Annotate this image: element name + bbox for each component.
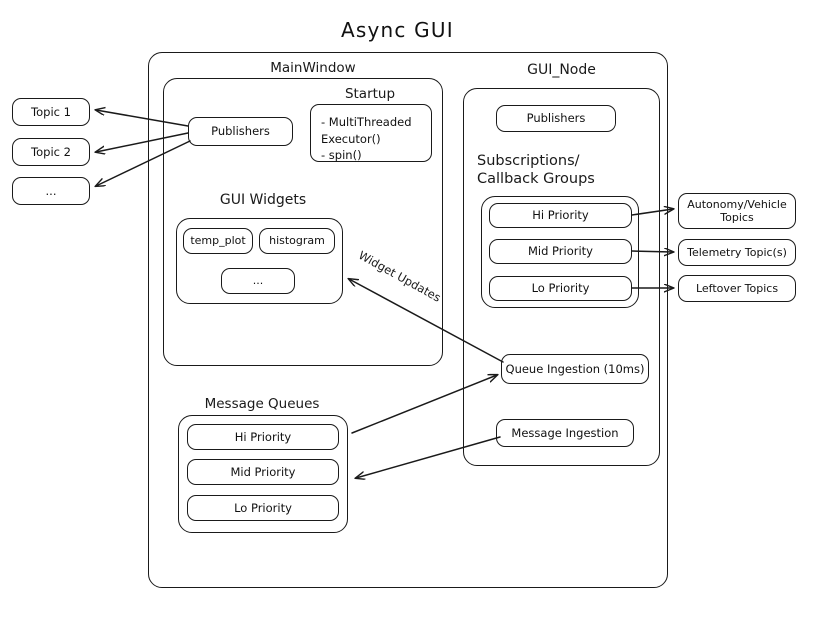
subscription-hi-priority[interactable]: Hi Priority	[489, 203, 632, 228]
message-queues-frame	[178, 415, 348, 533]
widget-label: ...	[252, 274, 264, 288]
page-title: Async GUI	[341, 18, 454, 42]
queue-label: Lo Priority	[234, 500, 292, 515]
topic-box-2[interactable]: Topic 2	[12, 138, 90, 166]
startup-items: - MultiThreaded Executor() - spin()	[321, 115, 412, 163]
subscription-label: Mid Priority	[527, 244, 593, 259]
queue-hi-priority[interactable]: Hi Priority	[187, 424, 339, 450]
right-topic-leftover[interactable]: Leftover Topics	[678, 275, 796, 302]
async-gui-frame	[148, 52, 668, 588]
gui-node-frame	[463, 88, 660, 466]
topic-label: Topic 1	[31, 104, 71, 119]
queue-label: Mid Priority	[230, 464, 296, 479]
queue-ingestion-label: Queue Ingestion (10ms)	[505, 361, 645, 376]
gui-widgets-label: GUI Widgets	[219, 192, 307, 208]
right-topic-label: Leftover Topics	[695, 281, 779, 295]
publishers-label: Publishers	[526, 111, 586, 126]
right-topic-label: Telemetry Topic(s)	[687, 245, 787, 259]
right-topic-telemetry[interactable]: Telemetry Topic(s)	[678, 239, 796, 266]
queue-lo-priority[interactable]: Lo Priority	[187, 495, 339, 521]
topic-label: ...	[45, 183, 57, 198]
topic-label: Topic 2	[31, 144, 71, 159]
message-queues-label: Message Queues	[204, 396, 320, 412]
startup-box[interactable]: - MultiThreaded Executor() - spin()	[310, 104, 432, 162]
mainwindow-frame	[163, 78, 443, 366]
mainwindow-label: MainWindow	[270, 60, 356, 76]
widget-label: temp_plot	[190, 234, 246, 248]
startup-label: Startup	[344, 86, 396, 102]
subscription-label: Lo Priority	[531, 281, 590, 296]
subscription-label: Hi Priority	[532, 208, 589, 223]
queue-ingestion-box[interactable]: Queue Ingestion (10ms)	[501, 354, 649, 384]
queue-label: Hi Priority	[234, 429, 292, 444]
gui-widgets-frame	[176, 218, 343, 304]
queue-mid-priority[interactable]: Mid Priority	[187, 459, 339, 485]
right-topic-label: Autonomy/Vehicle Topics	[687, 197, 787, 224]
widget-label: histogram	[269, 234, 325, 248]
message-ingestion-label: Message Ingestion	[511, 425, 619, 440]
gui-node-publishers-box[interactable]: Publishers	[496, 105, 616, 132]
widget-histogram[interactable]: histogram	[259, 228, 335, 254]
widget-temp-plot[interactable]: temp_plot	[183, 228, 253, 254]
message-ingestion-box[interactable]: Message Ingestion	[496, 419, 634, 447]
widget-more[interactable]: ...	[221, 268, 295, 294]
subscription-mid-priority[interactable]: Mid Priority	[489, 239, 632, 264]
gui-node-label: GUI_Node	[527, 62, 596, 78]
topic-box-1[interactable]: Topic 1	[12, 98, 90, 126]
subscription-lo-priority[interactable]: Lo Priority	[489, 276, 632, 301]
mainwindow-publishers-box[interactable]: Publishers	[188, 117, 293, 146]
subscriptions-frame	[481, 196, 639, 308]
topic-box-3[interactable]: ...	[12, 177, 90, 205]
subscriptions-label: Subscriptions/ Callback Groups	[477, 153, 595, 188]
right-topic-autonomy-vehicle[interactable]: Autonomy/Vehicle Topics	[678, 193, 796, 229]
publishers-label: Publishers	[211, 124, 270, 139]
